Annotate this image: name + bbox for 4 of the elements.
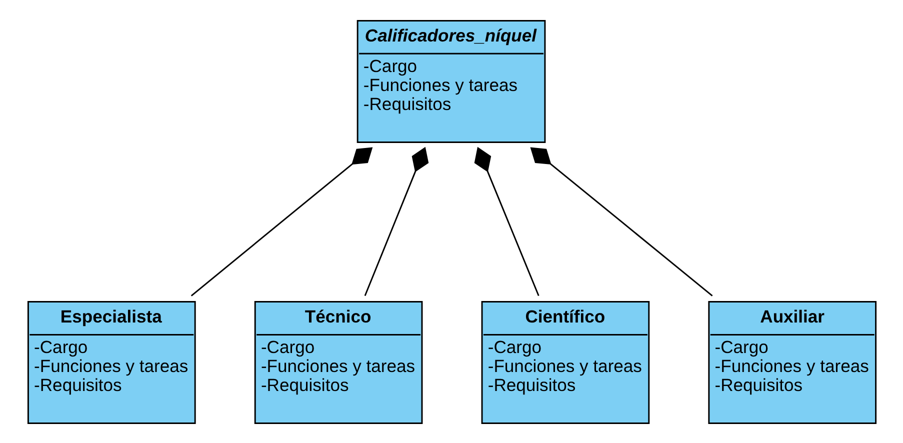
connector [190,146,372,296]
connector [364,146,428,296]
connector [474,146,539,296]
connector [530,146,712,296]
